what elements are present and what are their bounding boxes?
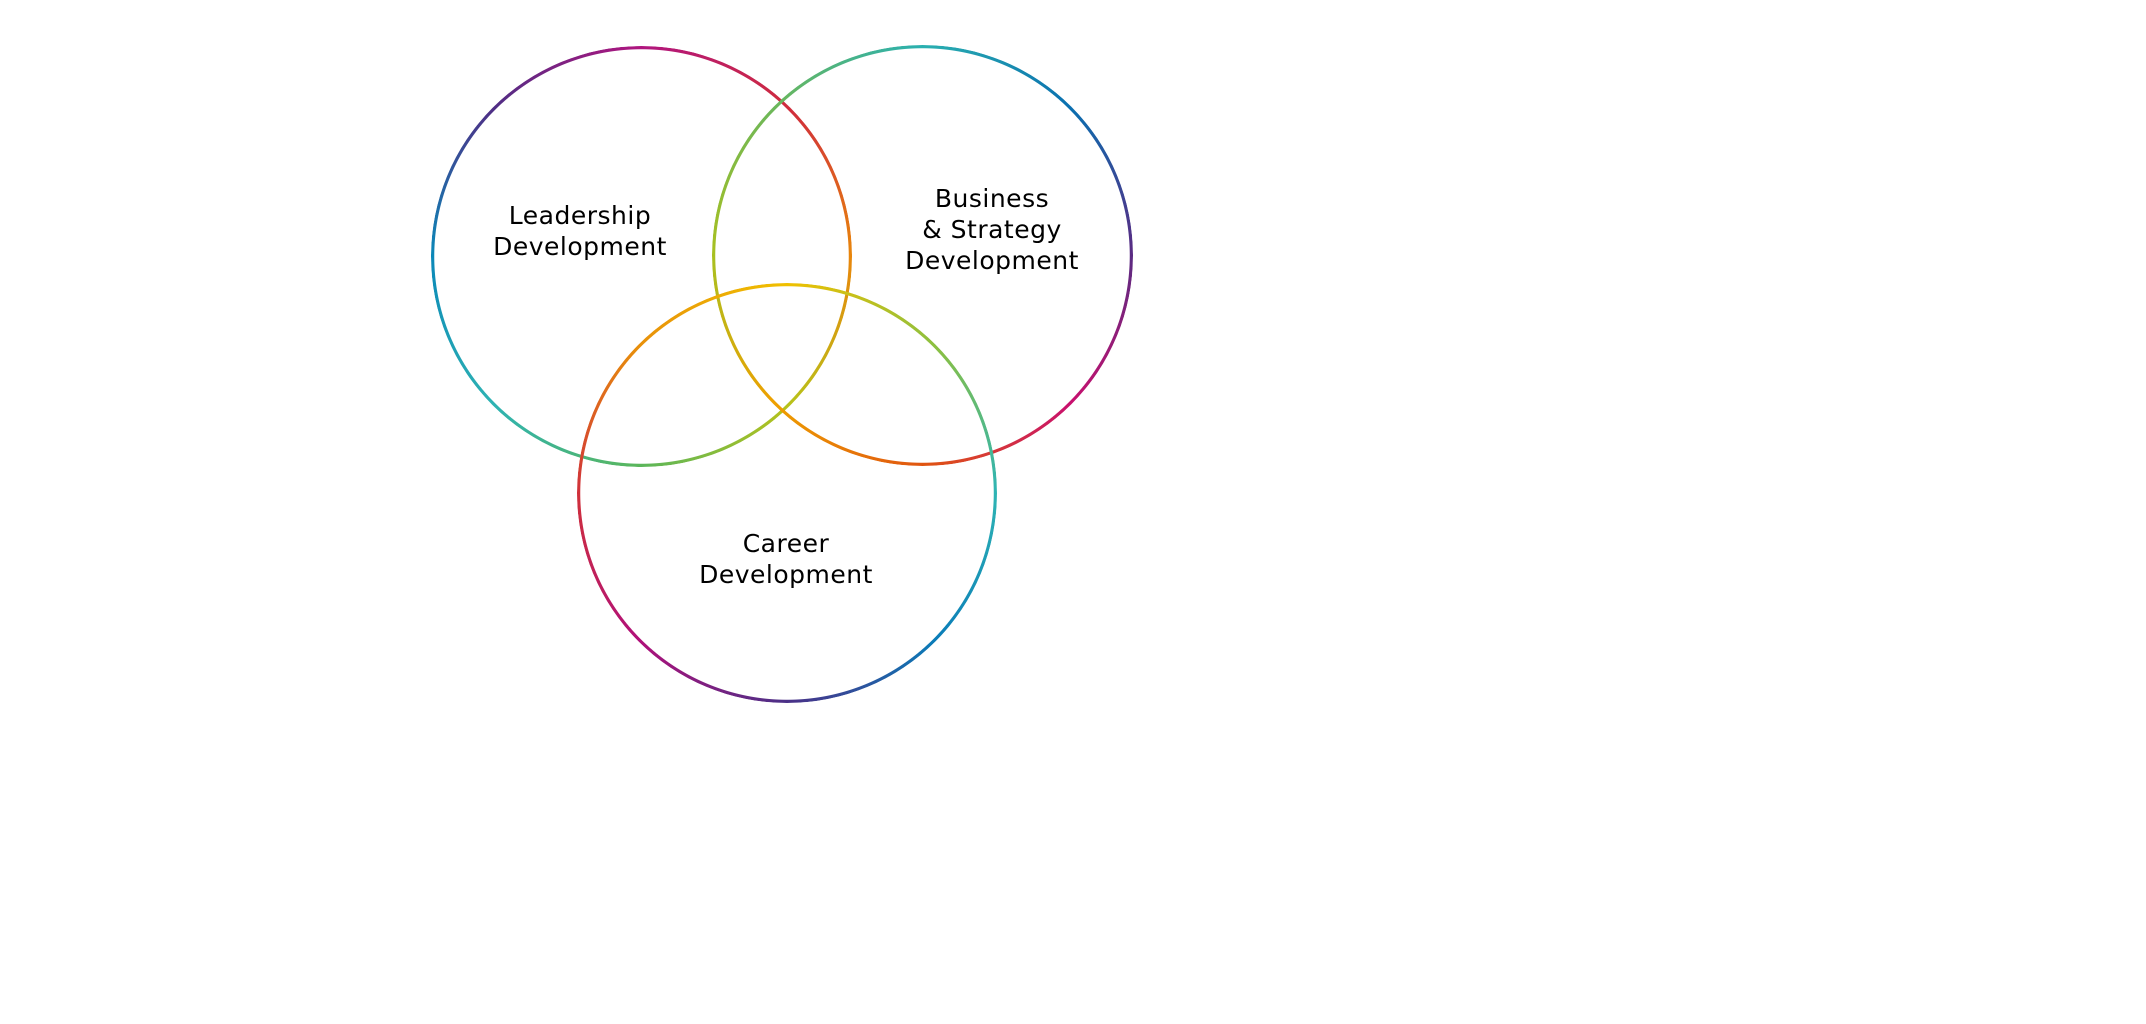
career-circle xyxy=(577,283,997,703)
label-line: Career xyxy=(742,529,830,558)
label-line: Development xyxy=(905,246,1079,275)
label-line: Leadership xyxy=(508,201,652,230)
business-strategy-label: Business & Strategy Development xyxy=(842,183,1142,276)
label-line: Business xyxy=(934,184,1050,213)
label-line: Development xyxy=(493,232,667,261)
career-label: Career Development xyxy=(636,528,936,590)
label-line: & Strategy xyxy=(922,215,1062,244)
label-line: Development xyxy=(699,560,873,589)
leadership-label: Leadership Development xyxy=(430,200,730,262)
